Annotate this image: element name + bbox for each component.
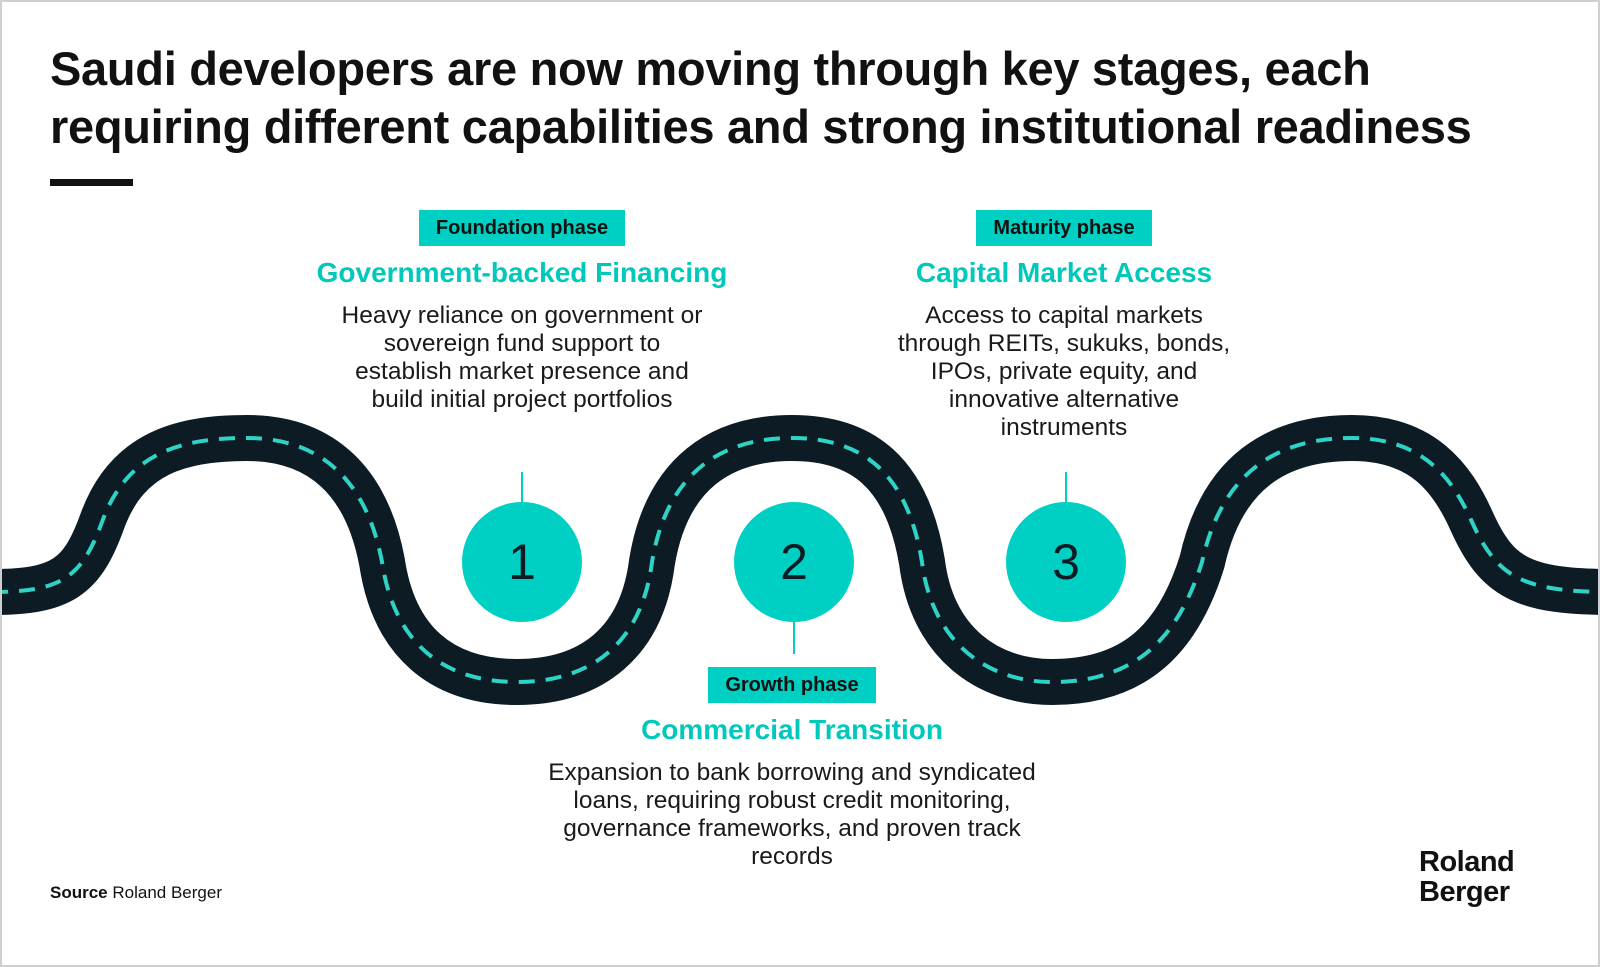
stage-3-number-badge: 3: [1006, 502, 1126, 622]
title-underline: [50, 179, 133, 186]
stage-1-connector: [521, 472, 523, 504]
stage-1-number-badge: 1: [462, 502, 582, 622]
stage-2-description: Expansion to bank borrowing and syndicat…: [548, 759, 1036, 870]
stage-2-text: Growth phase Commercial Transition Expan…: [542, 667, 1042, 871]
stage-2-phase-tag: Growth phase: [708, 667, 876, 703]
road-center-line: [2, 435, 1598, 685]
stage-2-connector: [793, 620, 795, 654]
stage-3-title: Capital Market Access: [915, 257, 1213, 288]
stage-2-number: 2: [780, 534, 808, 590]
logo-line-2: Berger: [1419, 876, 1510, 908]
stage-3-text: Maturity phase Capital Market Access Acc…: [884, 210, 1244, 442]
roland-berger-logo: Roland Berger: [1419, 847, 1549, 907]
source-text: Roland Berger: [112, 883, 222, 902]
stage-1-text: Foundation phase Government-backed Finan…: [302, 210, 742, 414]
stage-1-description: Heavy reliance on government or sovereig…: [341, 302, 703, 413]
stage-3-connector: [1065, 472, 1067, 504]
stage-2-title: Commercial Transition: [641, 714, 943, 745]
source-note: Source Roland Berger: [50, 883, 222, 903]
logo-line-1: Roland: [1419, 846, 1515, 878]
source-label: Source: [50, 883, 108, 902]
stage-1-title: Government-backed Financing: [316, 257, 728, 288]
stage-1-phase-tag: Foundation phase: [418, 210, 626, 246]
stage-1-number: 1: [508, 534, 536, 590]
stage-3-number: 3: [1052, 534, 1080, 590]
stage-3-phase-tag: Maturity phase: [976, 210, 1152, 246]
page-title: Saudi developers are now moving through …: [50, 42, 1472, 153]
stage-3-description: Access to capital markets through REITs,…: [897, 302, 1231, 441]
stage-2-number-badge: 2: [734, 502, 854, 622]
